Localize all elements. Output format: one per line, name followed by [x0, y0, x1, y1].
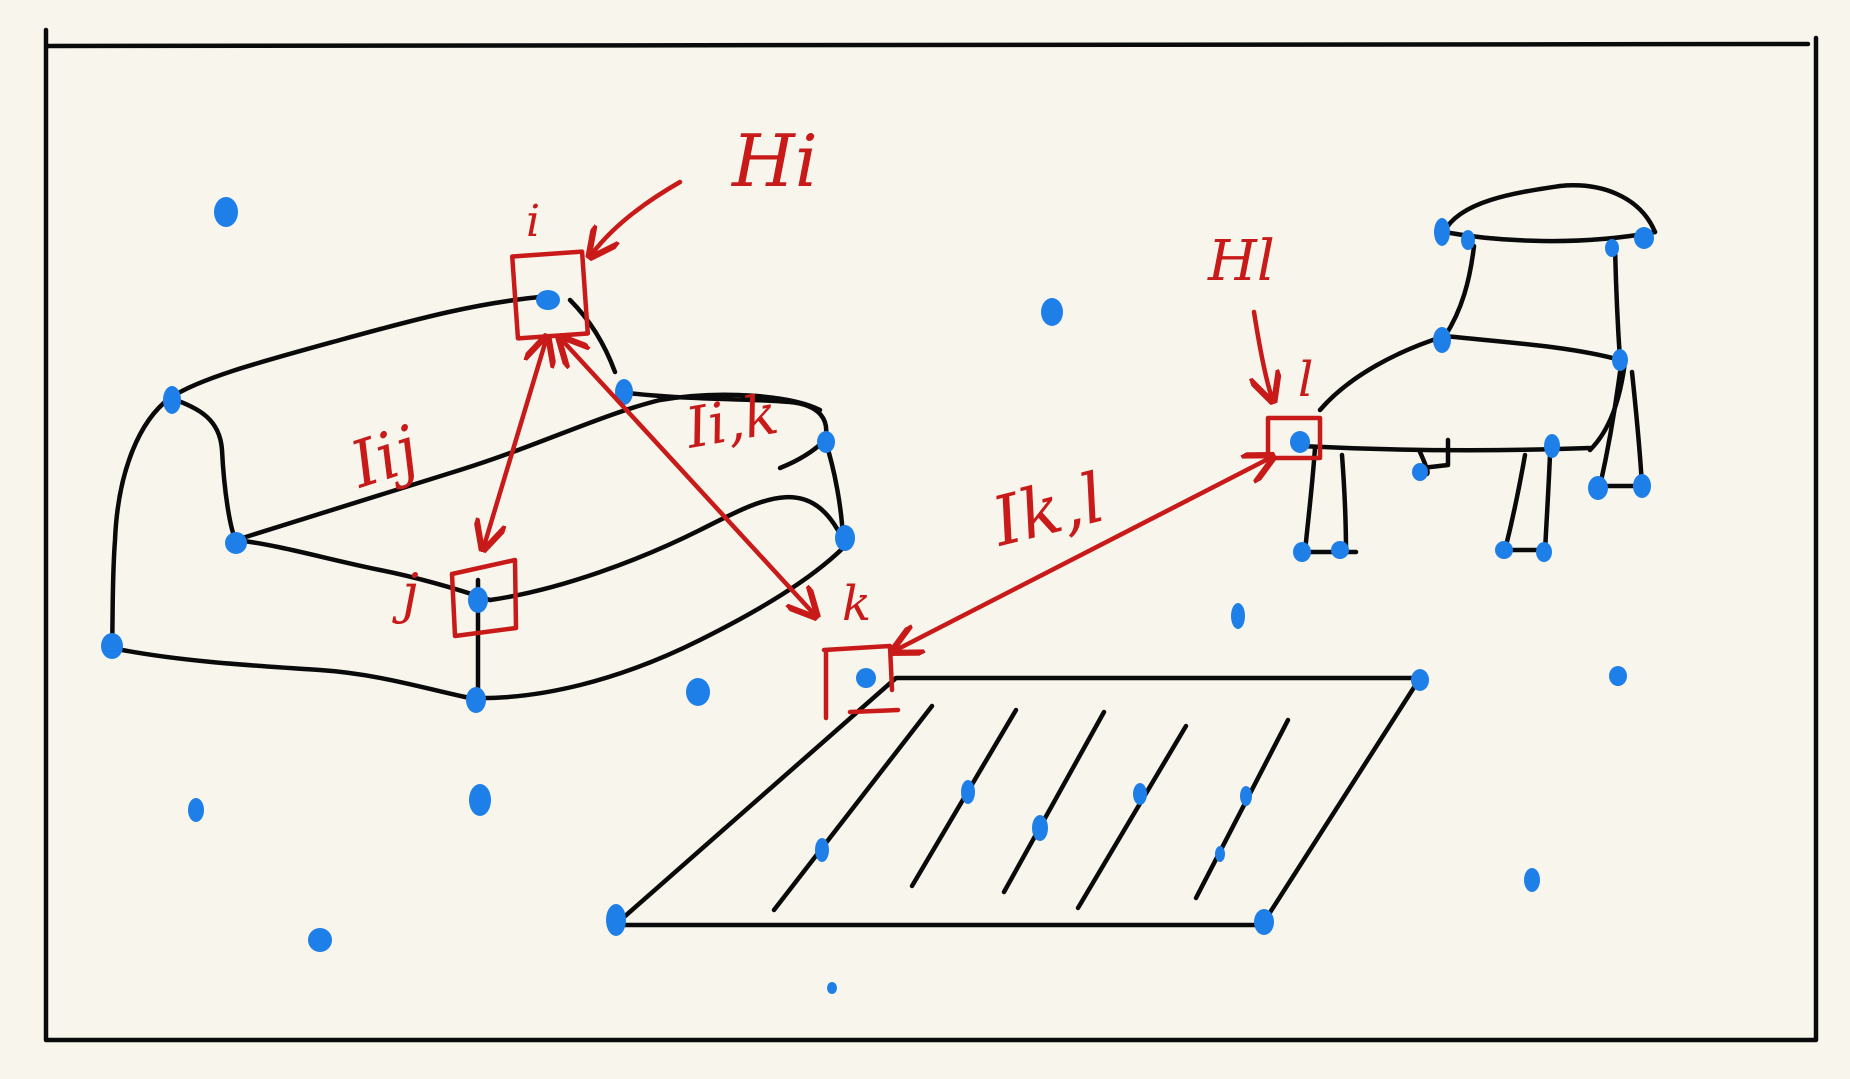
feature-point [817, 431, 835, 453]
feature-point [1544, 434, 1560, 458]
patch-box-j [449, 557, 519, 639]
feature-point [1411, 669, 1429, 691]
feature-point [469, 784, 491, 816]
feature-point [1041, 298, 1063, 326]
label-k: k [842, 576, 871, 632]
feature-point [1461, 230, 1475, 250]
label-Hl: Hl [1207, 229, 1275, 294]
arrow-Hi [592, 179, 683, 254]
feature-point [225, 532, 247, 554]
feature-point [1634, 227, 1654, 249]
annotations: Hi Hl i j k l Iij Ii,k Ik,l [341, 119, 1323, 721]
feature-point [815, 838, 829, 862]
feature-point [1231, 603, 1245, 629]
feature-point [1434, 218, 1450, 246]
feature-point [1412, 463, 1428, 481]
feature-point [536, 290, 560, 310]
arrow-Iij [484, 340, 546, 546]
feature-point [827, 982, 837, 994]
arrow-Ikl [896, 458, 1270, 650]
feature-point [1605, 239, 1619, 257]
feature-point [606, 904, 626, 936]
feature-point [308, 928, 332, 952]
feature-point [1032, 815, 1048, 841]
feature-point [1215, 846, 1225, 862]
feature-point [1609, 666, 1627, 686]
arrow-Iik [562, 340, 814, 614]
label-i: i [526, 196, 540, 247]
feature-point [1633, 474, 1651, 498]
feature-points [101, 197, 1654, 994]
feature-point [163, 386, 181, 414]
feature-point [214, 197, 238, 227]
feature-point [468, 587, 488, 613]
feature-point [1536, 542, 1552, 562]
label-l: l [1298, 352, 1313, 408]
feature-point [1433, 327, 1451, 353]
arrow-Hl [1254, 309, 1272, 398]
feature-point [1254, 909, 1274, 935]
feature-point [686, 678, 710, 706]
patch-box-l [1265, 415, 1323, 461]
feature-point [188, 798, 204, 822]
feature-point [835, 525, 855, 551]
rug-sketch [612, 675, 1423, 928]
label-Iij: Iij [341, 413, 427, 504]
label-Hi: Hi [730, 119, 818, 203]
feature-point [1612, 349, 1628, 371]
label-Iik: Ii,k [680, 382, 783, 462]
feature-point [1240, 786, 1252, 806]
feature-point [1331, 541, 1349, 559]
feature-point [1495, 541, 1513, 559]
feature-point [101, 633, 123, 659]
feature-point [1290, 431, 1310, 453]
feature-point [961, 780, 975, 804]
feature-point [1588, 476, 1608, 500]
feature-point [856, 668, 876, 688]
frame-border [43, 27, 1819, 1043]
feature-point [1293, 542, 1311, 562]
feature-point [466, 687, 486, 713]
feature-point [1133, 783, 1147, 805]
sofa-sketch [109, 293, 846, 703]
feature-point [1524, 868, 1540, 892]
